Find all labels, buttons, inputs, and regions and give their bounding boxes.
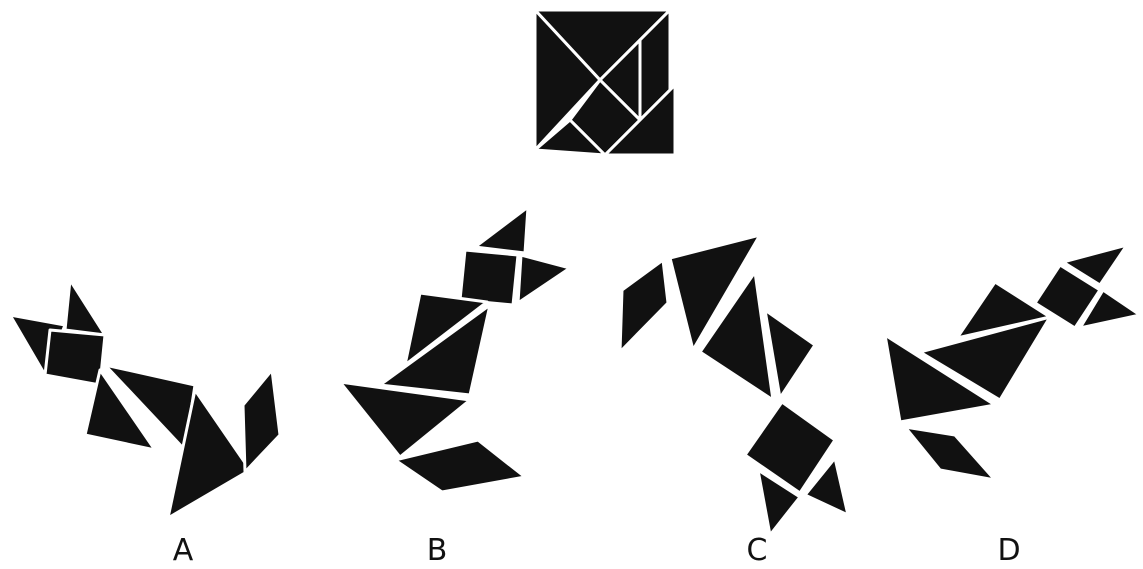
option-d-figure[interactable]: [885, 245, 1140, 480]
option-d-label: D: [997, 533, 1020, 568]
b-small-triangle-ear: [475, 207, 528, 253]
option-a-label: A: [173, 533, 194, 568]
option-c-figure[interactable]: [620, 235, 848, 535]
b-small-triangle-ear: [518, 255, 570, 303]
c-medium-triangle: [765, 310, 815, 398]
a-parallelogram-tail: [243, 370, 280, 472]
a-small-triangle-ear: [65, 280, 105, 335]
option-a-figure[interactable]: [10, 280, 280, 518]
c-parallelogram: [620, 260, 668, 352]
option-b-label: B: [427, 533, 448, 568]
d-parallelogram-tail: [905, 427, 995, 480]
reference-tangram-square: [535, 10, 675, 155]
b-parallelogram-tail: [395, 440, 525, 492]
option-b-figure[interactable]: [340, 207, 570, 492]
a-square-head: [45, 330, 105, 385]
option-c-label: C: [747, 533, 768, 568]
b-square-head: [460, 250, 518, 305]
